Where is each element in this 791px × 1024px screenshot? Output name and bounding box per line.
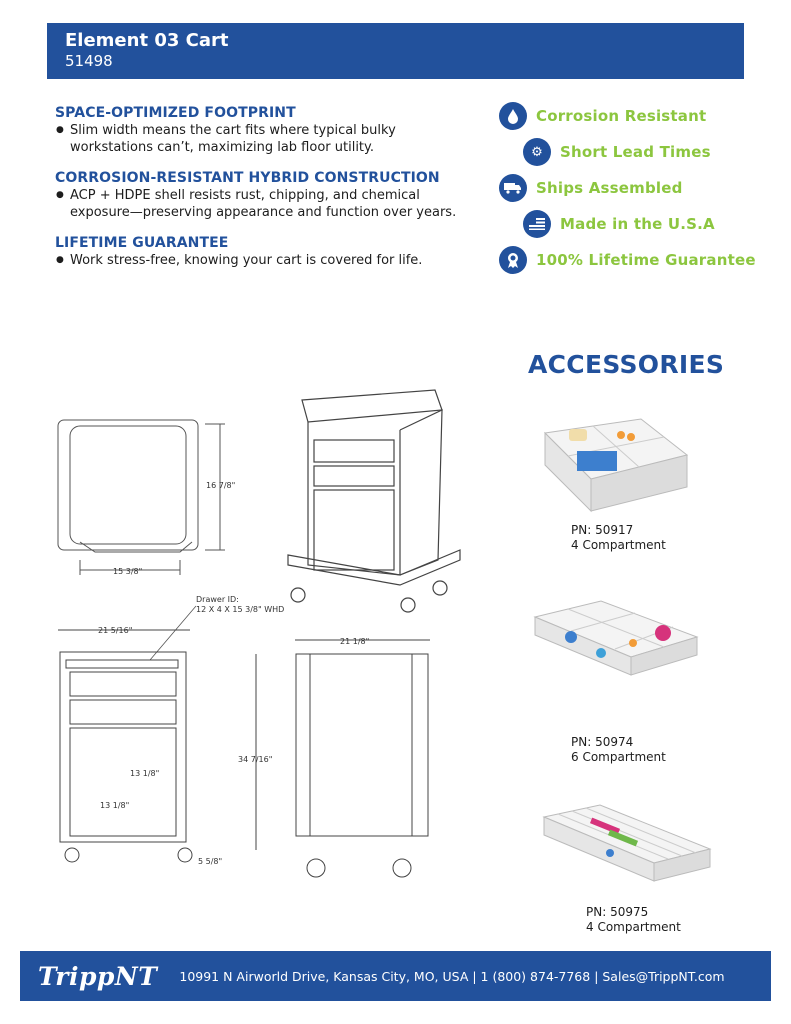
badge-lifetime: 100% Lifetime Guarantee <box>499 245 756 275</box>
truck-icon <box>499 174 527 202</box>
accessory-item: PN: 50975 4 Compartment <box>540 803 715 935</box>
accessory-desc: 4 Compartment <box>571 538 666 552</box>
accessory-desc: 4 Compartment <box>586 920 681 934</box>
footer-contact: 10991 N Airworld Drive, Kansas City, MO,… <box>179 968 725 984</box>
dim-top-width: 15 3/8" <box>113 567 142 576</box>
accessory-pn: PN: 50974 <box>571 735 634 749</box>
dim-side-depth: 21 1/8" <box>340 637 369 646</box>
feature-heading: LIFETIME GUARANTEE <box>55 235 229 251</box>
accessory-desc: 6 Compartment <box>571 750 666 764</box>
accessories-title: ACCESSORIES <box>528 350 725 379</box>
cart-drawing-svg: 16 7/8" 15 3/8" Drawer ID: 12 X 4 X 15 3… <box>57 389 461 878</box>
isometric-view-drawing <box>287 389 461 613</box>
company-logo: TrippNT <box>38 961 158 991</box>
side-view-drawing <box>255 639 430 878</box>
feature-footprint: SPACE-OPTIMIZED FOOTPRINT Slim width mea… <box>55 104 475 156</box>
badge-label: Ships Assembled <box>536 179 683 197</box>
feature-heading: SPACE-OPTIMIZED FOOTPRINT <box>55 105 296 121</box>
badge-made-usa: Made in the U.S.A <box>523 209 715 239</box>
badge-lead-times: ⚙ Short Lead Times <box>523 137 711 167</box>
droplet-icon <box>499 102 527 130</box>
cart-technical-drawings: 16 7/8" 15 3/8" Drawer ID: 12 X 4 X 15 3… <box>40 360 520 900</box>
front-view-drawing <box>58 629 193 863</box>
badge-label: Made in the U.S.A <box>560 215 715 233</box>
flag-icon <box>523 210 551 238</box>
top-view-drawing <box>57 419 225 575</box>
badge-label: 100% Lifetime Guarantee <box>536 251 756 269</box>
product-title: Element 03 Cart <box>65 30 229 51</box>
dim-door-width: 13 1/8" <box>100 801 129 810</box>
dim-caster-height: 5 5/8" <box>198 857 222 866</box>
dim-top-depth: 16 7/8" <box>206 481 235 490</box>
dim-front-width: 21 5/16" <box>98 626 132 635</box>
accessory-item: PN: 50974 6 Compartment <box>531 597 701 765</box>
product-part-number: 51498 <box>65 52 113 70</box>
dim-height: 34 7/16" <box>238 755 272 764</box>
badge-label: Corrosion Resistant <box>536 107 707 125</box>
dim-door-height: 13 1/8" <box>130 769 159 778</box>
feature-bullet: Work stress-free, knowing your cart is c… <box>55 252 475 269</box>
dim-drawer-label-2: 12 X 4 X 15 3/8" WHD <box>196 605 284 614</box>
feature-list: SPACE-OPTIMIZED FOOTPRINT Slim width mea… <box>55 104 475 282</box>
feature-heading: CORROSION-RESISTANT HYBRID CONSTRUCTION <box>55 170 440 186</box>
dim-drawer-label-1: Drawer ID: <box>196 595 239 604</box>
feature-bullet: Slim width means the cart fits where typ… <box>55 122 475 156</box>
feature-bullet: ACP + HDPE shell resists rust, chipping,… <box>55 187 475 221</box>
header-banner: Element 03 Cart 51498 <box>47 23 744 79</box>
badge-ships-assembled: Ships Assembled <box>499 173 683 203</box>
accessory-pn: PN: 50917 <box>571 523 634 537</box>
tray-4-compartment-image <box>543 418 689 513</box>
ribbon-icon <box>499 246 527 274</box>
badge-corrosion: Corrosion Resistant <box>499 101 706 131</box>
feature-guarantee: LIFETIME GUARANTEE Work stress-free, kno… <box>55 234 475 269</box>
accessory-pn: PN: 50975 <box>586 905 649 919</box>
footer-bar: TrippNT 10991 N Airworld Drive, Kansas C… <box>20 951 771 1001</box>
accessory-item: PN: 50917 4 Compartment <box>541 415 691 553</box>
feature-construction: CORROSION-RESISTANT HYBRID CONSTRUCTION … <box>55 169 475 221</box>
gear-icon: ⚙ <box>523 138 551 166</box>
tray-6-compartment-image <box>533 600 699 676</box>
tray-4-compartment-long-image <box>542 804 712 882</box>
badge-label: Short Lead Times <box>560 143 711 161</box>
